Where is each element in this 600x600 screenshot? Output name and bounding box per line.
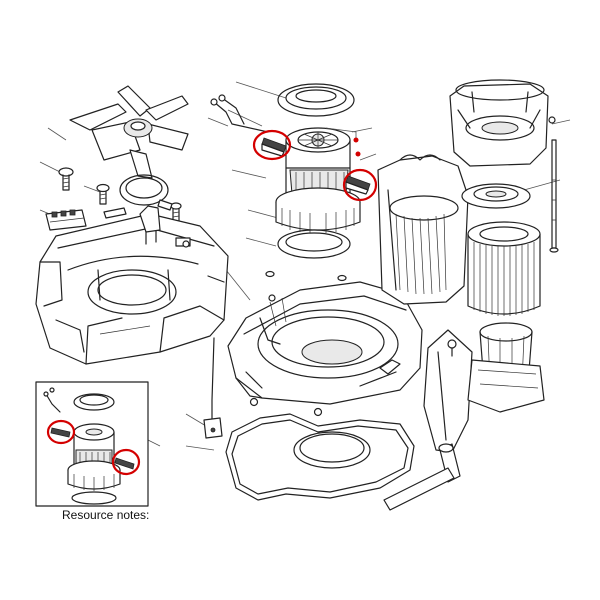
highlight-circle [111,448,141,476]
highlight-circle [252,129,292,161]
large-gasket [225,413,415,501]
cable-clip [203,337,223,439]
upper-housing [35,205,229,365]
terminal-block [45,209,87,231]
filter-cage [449,79,556,167]
round-seal [293,431,371,469]
highlight-circle [342,168,378,202]
motor-top-gasket [277,83,355,117]
long-rod [549,139,559,253]
motor-wires [210,94,269,133]
clamp-ring [119,174,173,211]
inset-box [35,381,149,507]
filter-bag [377,154,469,305]
leader-lines [39,81,571,451]
diagram-caption: Resource notes: [62,508,150,522]
red-dot [353,137,359,143]
hose-adapter [383,443,461,511]
deflector [423,329,545,453]
lower-housing [227,281,423,417]
small-screws [58,167,182,225]
carbon-brush-right [325,127,378,202]
screw-icon [96,183,110,205]
cartridge-filter [467,221,541,316]
motor [275,127,361,233]
clip-icon [103,207,127,219]
filter-disc [461,183,531,209]
screw-icon [58,167,74,191]
highlight-circle [46,419,76,445]
small-washers [265,270,347,282]
red-dot [355,151,361,157]
motor-bottom-gasket [277,229,351,259]
fan-cover [69,85,189,179]
carbon-brush-left [252,129,292,161]
